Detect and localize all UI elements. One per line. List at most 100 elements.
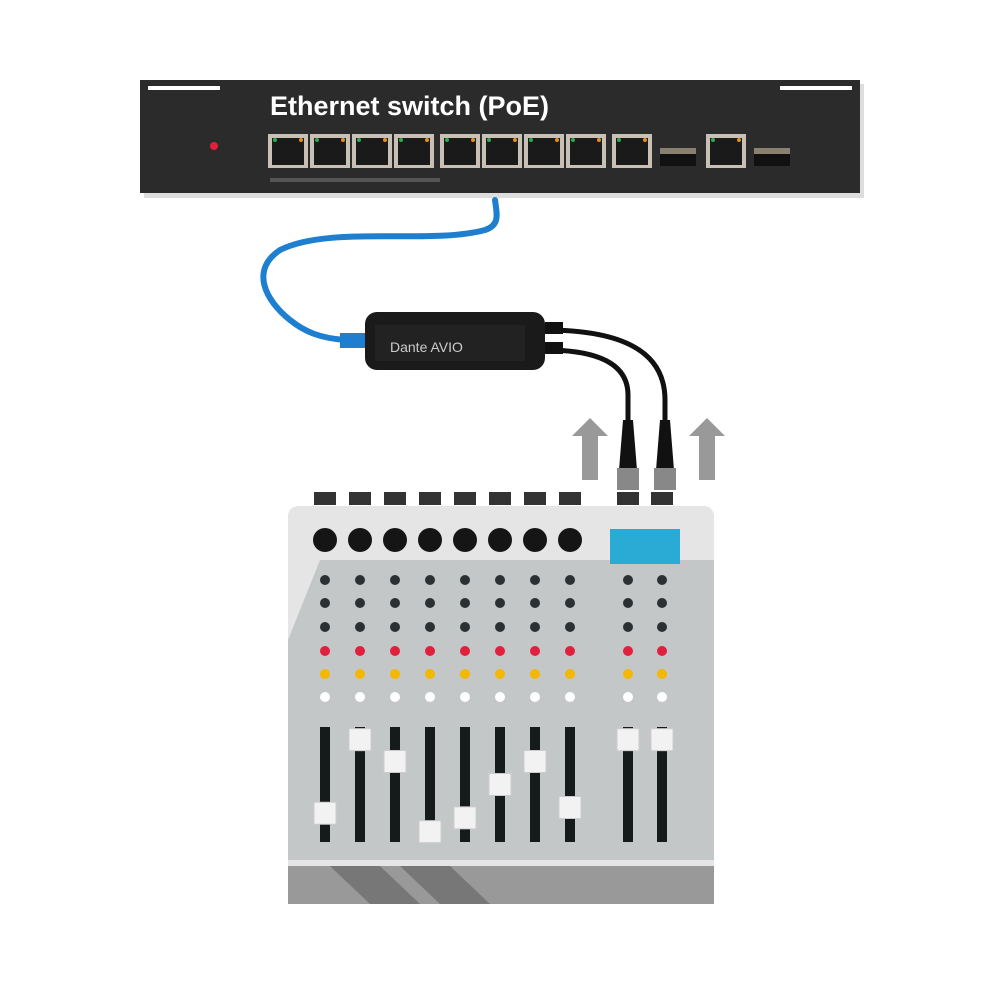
- port-activity-led-icon: [425, 138, 429, 142]
- ethernet-port: [356, 138, 388, 165]
- channel-input-jack: [651, 492, 673, 505]
- eq-knob: [657, 598, 667, 608]
- gain-knob: [523, 528, 547, 552]
- channel-input-jack: [617, 492, 639, 505]
- fader-cap: [558, 796, 582, 819]
- eq-knob: [565, 575, 575, 585]
- led-red-icon: [355, 646, 365, 656]
- port-link-led-icon: [617, 138, 621, 142]
- port-link-led-icon: [357, 138, 361, 142]
- fader-cap: [418, 820, 442, 844]
- fader-cap: [650, 728, 674, 752]
- led-white-icon: [355, 692, 365, 702]
- port-link-led-icon: [445, 138, 449, 142]
- eq-knob: [355, 598, 365, 608]
- port-activity-led-icon: [643, 138, 647, 142]
- led-yellow-icon: [355, 669, 365, 679]
- eq-knob: [657, 575, 667, 585]
- eq-knob: [460, 598, 470, 608]
- eq-knob: [495, 575, 505, 585]
- led-yellow-icon: [565, 669, 575, 679]
- ethernet-port: [486, 138, 518, 165]
- eq-knob: [355, 575, 365, 585]
- fader-cap: [453, 806, 477, 830]
- led-white-icon: [657, 692, 667, 702]
- eq-knob: [460, 622, 470, 632]
- ethernet-port: [710, 138, 742, 165]
- port-link-led-icon: [571, 138, 575, 142]
- eq-knob: [623, 598, 633, 608]
- port-link-led-icon: [487, 138, 491, 142]
- fader-track: [355, 727, 365, 842]
- led-red-icon: [623, 646, 633, 656]
- channel-input-jack: [559, 492, 581, 505]
- fader-cap: [488, 773, 512, 796]
- led-white-icon: [565, 692, 575, 702]
- eq-knob: [320, 575, 330, 585]
- port-link-led-icon: [399, 138, 403, 142]
- fader-track: [530, 727, 540, 842]
- fader-cap: [616, 728, 640, 752]
- gain-knob: [488, 528, 512, 552]
- arrow-up-icon: [689, 418, 725, 480]
- led-red-icon: [565, 646, 575, 656]
- led-white-icon: [320, 692, 330, 702]
- gain-knob: [313, 528, 337, 552]
- led-white-icon: [623, 692, 633, 702]
- eq-knob: [355, 622, 365, 632]
- dongle-label: Dante AVIO: [390, 339, 463, 355]
- eq-knob: [390, 622, 400, 632]
- ethernet-port: [570, 138, 602, 165]
- eq-knob: [565, 622, 575, 632]
- eq-knob: [623, 575, 633, 585]
- led-yellow-icon: [623, 669, 633, 679]
- fader-cap: [348, 728, 372, 752]
- led-white-icon: [460, 692, 470, 702]
- xlr-connector: [617, 420, 639, 490]
- port-activity-led-icon: [555, 138, 559, 142]
- eq-knob: [530, 622, 540, 632]
- fader-track: [460, 727, 470, 842]
- led-yellow-icon: [460, 669, 470, 679]
- port-activity-led-icon: [341, 138, 345, 142]
- power-led-icon: [210, 142, 218, 150]
- fader-cap: [383, 750, 407, 773]
- ethernet-port: [616, 138, 648, 165]
- led-yellow-icon: [425, 669, 435, 679]
- mixing-console: [288, 492, 714, 904]
- fader-cap: [313, 801, 337, 825]
- port-link-led-icon: [315, 138, 319, 142]
- channel-input-jack: [419, 492, 441, 505]
- gain-knob: [418, 528, 442, 552]
- port-activity-led-icon: [471, 138, 475, 142]
- led-red-icon: [657, 646, 667, 656]
- dante-avio-adapter: Dante AVIO: [365, 312, 563, 370]
- eq-knob: [530, 598, 540, 608]
- eq-knob: [425, 622, 435, 632]
- ethernet-port: [398, 138, 430, 165]
- port-activity-led-icon: [737, 138, 741, 142]
- rj45-connector: [340, 333, 366, 348]
- led-yellow-icon: [495, 669, 505, 679]
- eq-knob: [565, 598, 575, 608]
- eq-knob: [425, 575, 435, 585]
- fader-track: [390, 727, 400, 842]
- led-red-icon: [495, 646, 505, 656]
- port-activity-led-icon: [299, 138, 303, 142]
- sfp-slot: [754, 154, 790, 166]
- fader-track: [425, 727, 435, 842]
- led-red-icon: [530, 646, 540, 656]
- led-red-icon: [460, 646, 470, 656]
- fader-cap: [523, 750, 547, 773]
- eq-knob: [320, 622, 330, 632]
- switch-title: Ethernet switch (PoE): [270, 91, 549, 121]
- eq-knob: [495, 622, 505, 632]
- channel-input-jack: [314, 492, 336, 505]
- arrow-up-icon: [572, 418, 608, 480]
- channel-input-jack: [524, 492, 546, 505]
- channel-input-jack: [349, 492, 371, 505]
- eq-knob: [657, 622, 667, 632]
- eq-knob: [460, 575, 470, 585]
- channel-input-jack: [384, 492, 406, 505]
